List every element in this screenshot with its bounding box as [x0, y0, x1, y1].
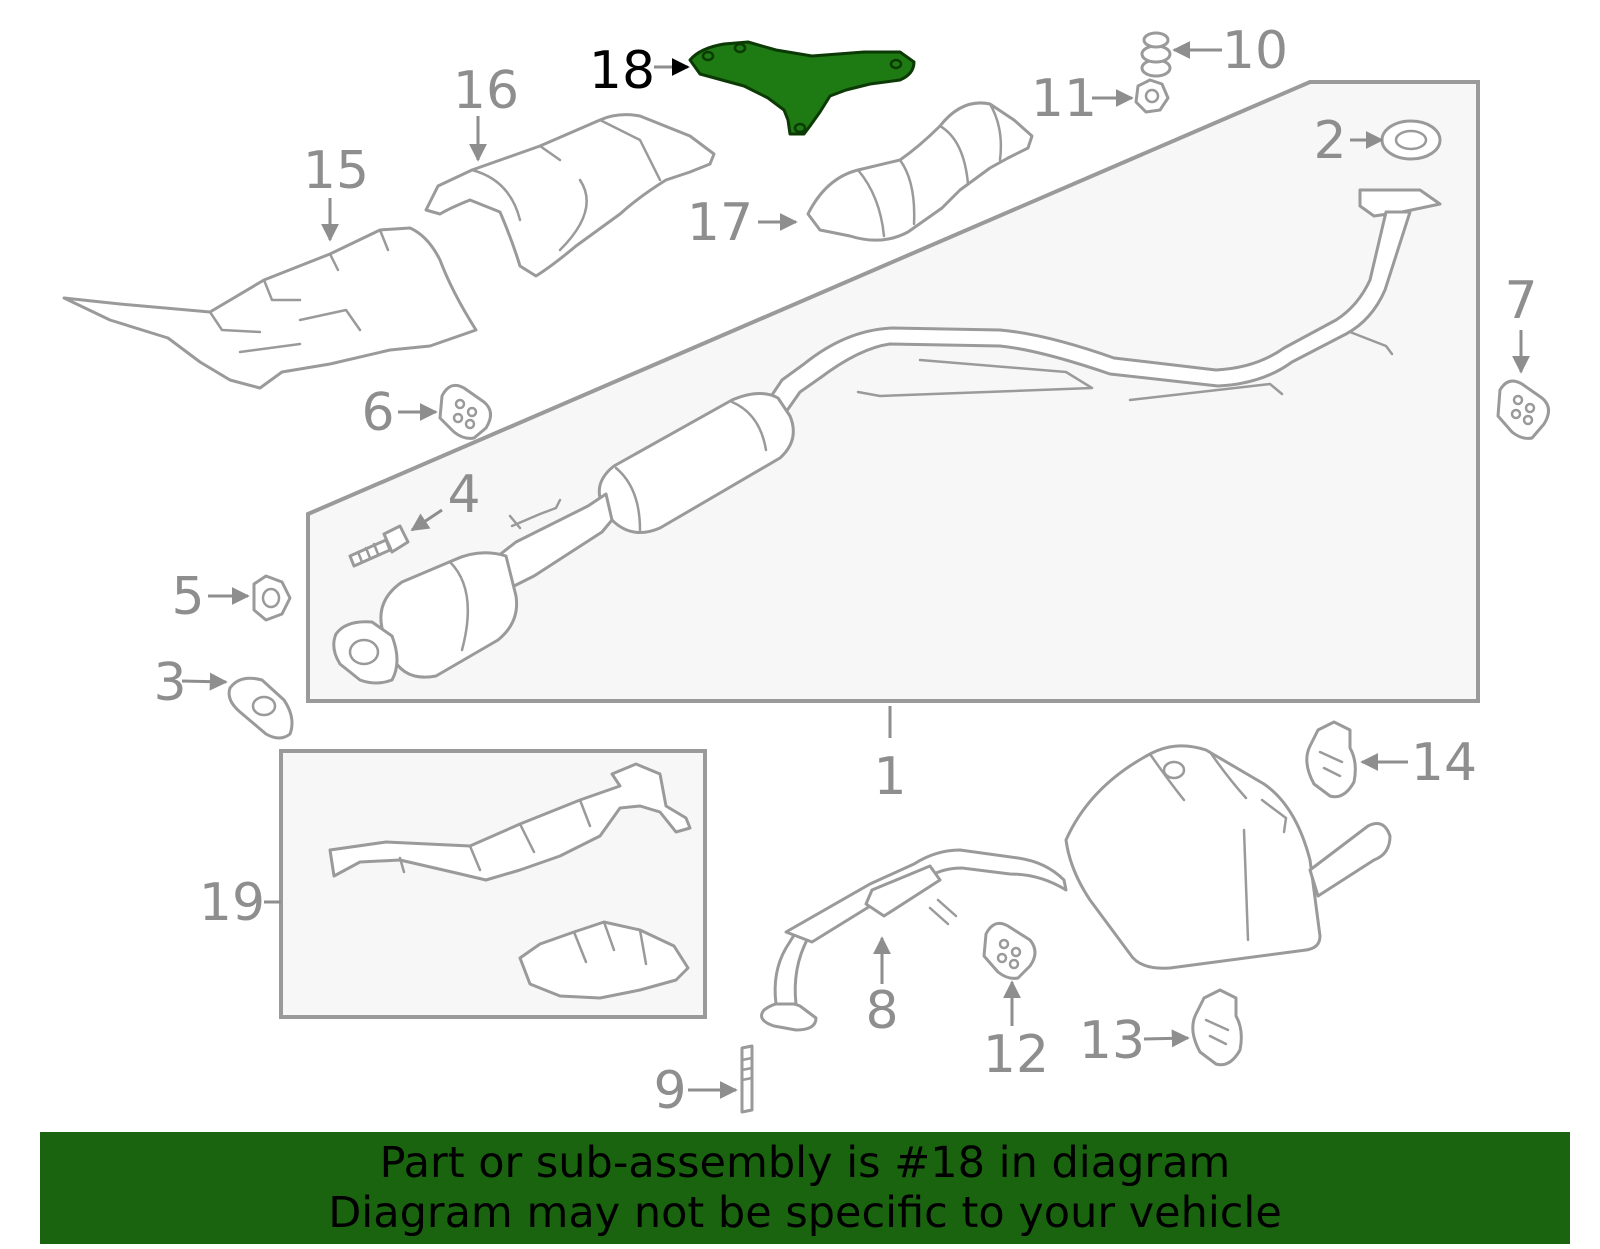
- callout-5: 5: [171, 567, 204, 627]
- heat-shield-15: [62, 226, 478, 390]
- callout-12: 12: [983, 1025, 1049, 1085]
- callout-labels: 1 2 3 4 5 6 7 8 9 10 11 12 13 14 15 16 1…: [153, 21, 1537, 1121]
- callout-1: 1: [873, 747, 906, 807]
- callout-11: 11: [1031, 69, 1097, 129]
- callout-7: 7: [1504, 271, 1537, 331]
- heat-shield-17: [806, 101, 1034, 242]
- hanger-bracket-13: [1191, 988, 1243, 1067]
- callout-19: 19: [199, 873, 265, 933]
- bracket-18-holes: [701, 42, 903, 134]
- assembly-1-box: [306, 80, 1480, 703]
- hanger-bracket-14: [1305, 720, 1357, 799]
- leader-4: [410, 508, 443, 532]
- muffler-assembly: [760, 744, 1392, 1032]
- callout-15: 15: [303, 141, 369, 201]
- banner-line-2: Diagram may not be specific to your vehi…: [328, 1188, 1282, 1238]
- callout-2: 2: [1313, 111, 1346, 171]
- banner-line-1: Part or sub-assembly is #18 in diagram: [379, 1138, 1231, 1188]
- callout-6: 6: [361, 383, 394, 443]
- info-banner: Part or sub-assembly is #18 in diagram D…: [40, 1132, 1570, 1244]
- hanger-insulator-7: [1496, 379, 1550, 440]
- callout-16: 16: [453, 61, 519, 121]
- leader-3: [181, 672, 228, 691]
- shield-set-19: [328, 762, 692, 1000]
- callout-17: 17: [687, 193, 753, 253]
- callout-4: 4: [447, 465, 480, 525]
- flange-gasket-3: [227, 676, 294, 740]
- nut-5: [252, 574, 292, 622]
- callout-10: 10: [1222, 21, 1288, 81]
- nut-11: [1134, 78, 1170, 114]
- hanger-insulator-6: [438, 383, 492, 440]
- stud-9: [740, 1044, 754, 1114]
- hanger-insulator-12: [982, 921, 1037, 980]
- leader-13: [1143, 1029, 1190, 1048]
- front-pipe-assembly: [332, 188, 1442, 685]
- bracket-18-highlighted: [688, 40, 916, 136]
- heat-shield-16: [424, 113, 716, 278]
- gasket-ring-2: [1380, 119, 1442, 161]
- callout-9: 9: [653, 1061, 686, 1121]
- callout-13: 13: [1079, 1011, 1145, 1071]
- bolt-4: [348, 524, 410, 568]
- leader-lines: [181, 41, 1530, 1099]
- callout-18-highlighted: 18: [589, 41, 655, 101]
- callout-8: 8: [865, 981, 898, 1041]
- callout-3: 3: [153, 653, 186, 713]
- grommet-10: [1140, 31, 1172, 78]
- callout-14: 14: [1411, 733, 1477, 793]
